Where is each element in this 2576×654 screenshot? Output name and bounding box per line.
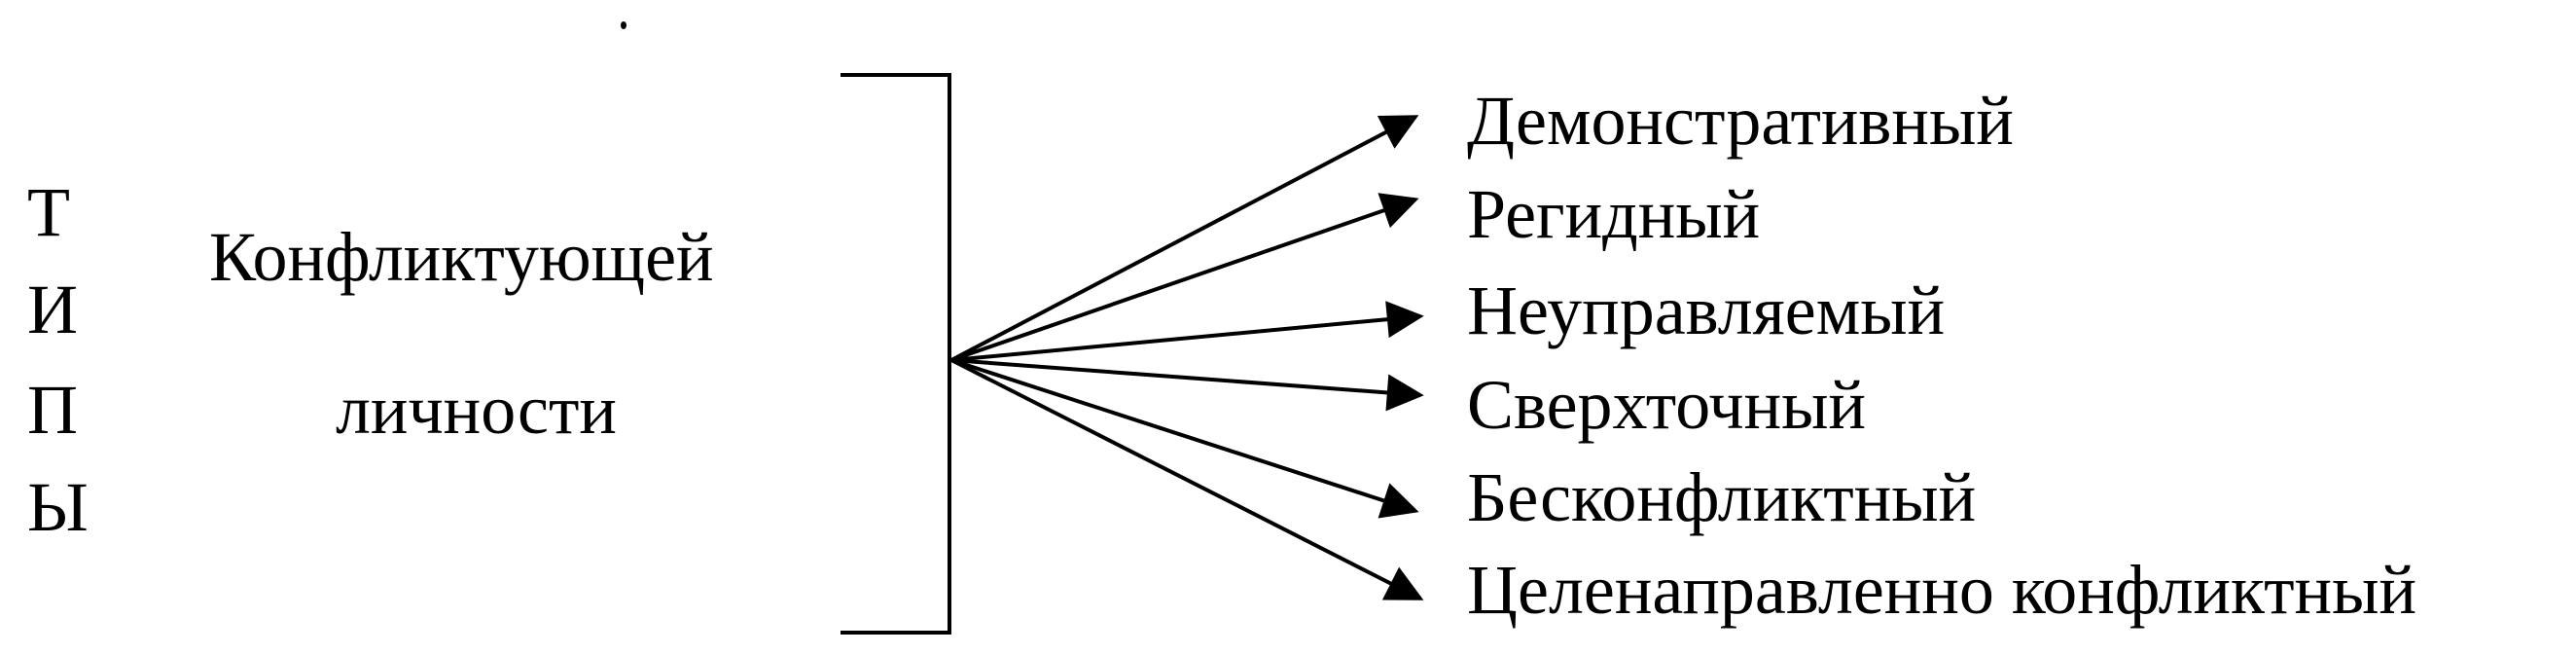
- bracket: [841, 73, 951, 635]
- vertical-letter-4: Ы: [27, 468, 89, 546]
- arrow-1: [950, 115, 1419, 362]
- type-label-6: Целенаправленно конфликтный: [1467, 551, 2416, 629]
- arrow-2: [950, 193, 1419, 362]
- type-label-3: Неуправляемый: [1467, 272, 1946, 349]
- type-label-1: Демонстративный: [1467, 82, 2014, 160]
- arrow-3: [950, 301, 1424, 362]
- subject-line-1: Конфликтующей: [209, 218, 714, 296]
- arrow-4: [950, 358, 1424, 412]
- type-label-5: Бесконфликтный: [1467, 458, 1977, 536]
- type-label-4: Сверхточный: [1467, 366, 1867, 444]
- stray-dot: [621, 21, 626, 29]
- type-label-2: Регидный: [1467, 175, 1761, 253]
- arrow-5: [950, 358, 1419, 519]
- arrow-group: [950, 115, 1424, 600]
- arrow-6: [950, 358, 1424, 600]
- vertical-letter-1: Т: [27, 173, 70, 251]
- vertical-letter-3: П: [27, 371, 78, 449]
- subject-line-2: личности: [336, 371, 617, 449]
- vertical-letter-2: И: [27, 271, 78, 348]
